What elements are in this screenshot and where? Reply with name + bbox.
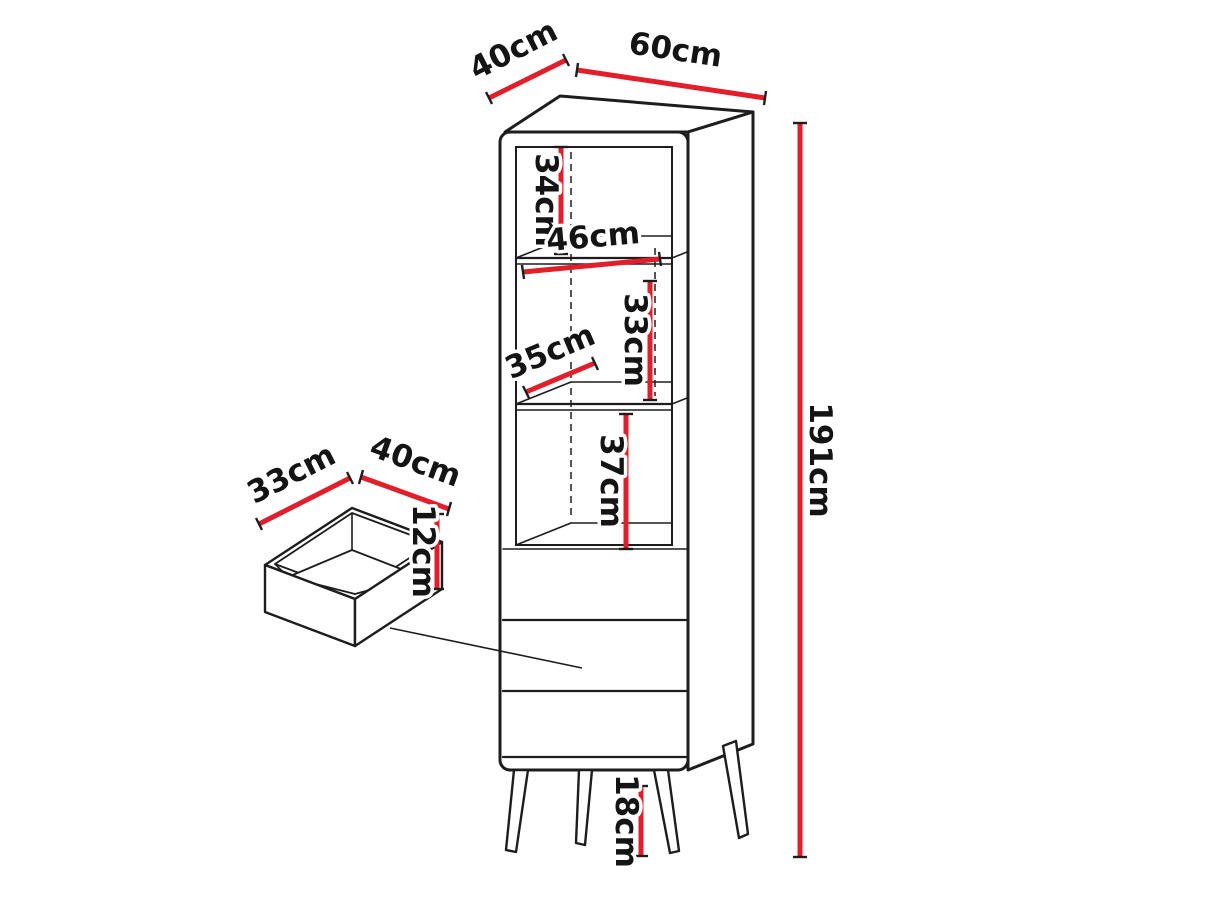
dim-cabinet-depth xyxy=(484,53,571,105)
cabinet-drawer-fronts xyxy=(501,548,688,759)
cabinet-side-face xyxy=(686,110,755,772)
dim-lower-compartment-height xyxy=(619,412,633,551)
glass-door-frame xyxy=(515,146,673,546)
shelf-middle xyxy=(514,381,688,411)
dimension-tick xyxy=(561,53,571,67)
dimension-line xyxy=(257,475,352,527)
dimension-line xyxy=(525,360,596,395)
drawer-drawing xyxy=(263,506,444,648)
shelf-depth-edge xyxy=(515,522,572,546)
dimension-tick xyxy=(590,356,600,371)
dim-top-compartment-height xyxy=(554,145,568,256)
cabinet-front-face xyxy=(498,130,690,772)
dimension-line xyxy=(576,67,766,101)
label-inner-width: 46cm xyxy=(545,215,642,259)
leg-front-right xyxy=(652,768,681,855)
label-middle-compartment-height: 33cm xyxy=(617,293,653,387)
leg-front-left xyxy=(504,768,530,854)
dim-middle-compartment-height xyxy=(643,279,657,402)
label-drawer-height: 12cm xyxy=(405,504,441,598)
label-lower-compartment-height: 37cm xyxy=(593,434,629,528)
dimension-line xyxy=(522,256,661,275)
shelf-bottom xyxy=(515,522,673,546)
dimension-tick xyxy=(357,469,365,485)
dimension-tick xyxy=(762,90,768,106)
label-cabinet-depth: 40cm xyxy=(463,13,563,88)
dim-drawer-height xyxy=(430,512,444,591)
label-cabinet-height: 191cm xyxy=(802,402,838,517)
dimension-tick xyxy=(521,385,531,399)
label-leg-height: 18cm xyxy=(608,774,644,868)
dim-drawer-depth xyxy=(254,471,355,531)
dimension-tick xyxy=(254,517,264,531)
dimension-tick xyxy=(345,471,355,485)
cabinet-legs xyxy=(504,739,750,855)
drawer-pointer-line xyxy=(389,627,583,669)
dim-drawer-width xyxy=(357,469,453,517)
dimension-line xyxy=(487,57,568,101)
cabinet-shelves xyxy=(514,235,688,546)
dimension-tick xyxy=(484,91,494,105)
dimension-tick xyxy=(445,501,453,517)
cabinet-drawing xyxy=(498,94,755,855)
dim-cabinet-height xyxy=(793,121,807,859)
dim-inner-depth xyxy=(521,356,600,399)
leg-back-left xyxy=(574,768,594,847)
cabinet-hidden-edges xyxy=(570,152,656,519)
dim-cabinet-width xyxy=(574,62,768,106)
shelf-depth-edge xyxy=(515,381,688,405)
dimension-tick xyxy=(657,251,663,267)
dimension-line xyxy=(360,474,450,512)
dim-leg-height xyxy=(634,784,648,858)
dimension-lines xyxy=(254,53,807,859)
label-drawer-depth: 33cm xyxy=(241,437,341,512)
leg-back-right xyxy=(721,739,750,840)
label-cabinet-width: 60cm xyxy=(626,25,724,74)
label-top-compartment-height: 34cm xyxy=(528,153,564,247)
dimension-tick xyxy=(520,264,526,280)
dimension-tick xyxy=(574,62,580,78)
dim-inner-width xyxy=(520,251,663,280)
